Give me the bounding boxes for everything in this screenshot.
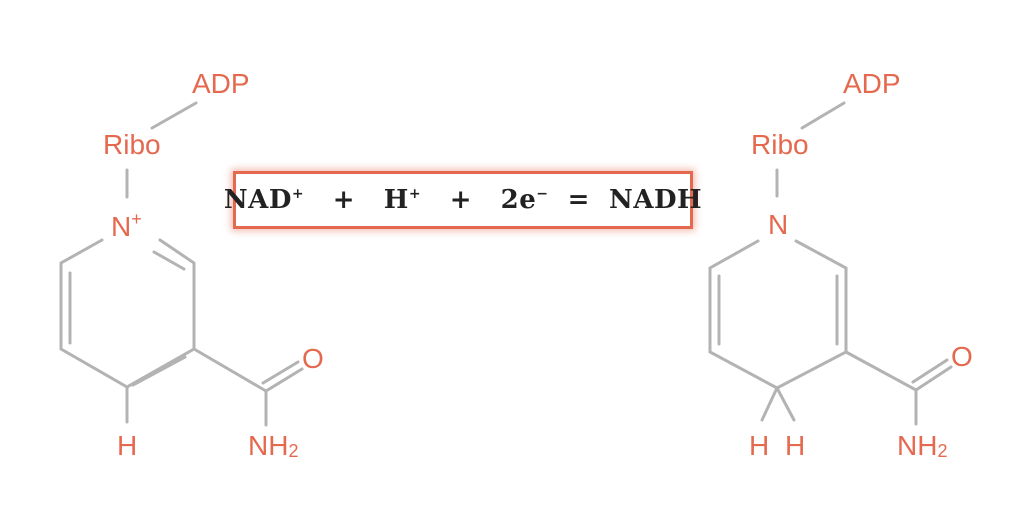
oxygen-label: O [302,343,324,374]
equation-box: NAD+ + H+ + 2e− = NADH [224,171,702,229]
bond-c4-h-left [760,386,779,422]
bond-c3-carbonyl [844,350,918,392]
hydrogen-label-2: H [785,430,805,461]
hydrogen-label-1: H [749,430,769,461]
bond-c3-carbonyl [192,347,268,393]
nitrogen-charge: + [131,209,142,229]
adp-label: ADP [843,68,901,99]
amide-label: NH2 [897,430,947,461]
bond-carbonyl-o-1 [914,365,953,392]
nadh-term: NADH [609,185,703,215]
nadh-structure: ADP Ribo N H H O NH2 [708,68,973,461]
ring-double-bond-1 [152,250,186,271]
nitrogen-label: N [768,209,788,240]
nad-plus-structure: ADP Ribo N+ H O NH2 [59,68,324,461]
plus-sign-1: + [332,185,356,215]
amide-subscript: 2 [288,441,298,461]
electrons-term: 2e [500,185,537,215]
nitrogen-symbol: N [111,211,131,242]
amide-nh: NH [897,430,937,461]
hydrogen-label: H [117,430,137,461]
ribo-label: Ribo [751,129,809,160]
nitrogen-label: N+ [111,209,142,242]
equation: NAD+ + H+ + 2e− = NADH [224,185,702,215]
bond-carbonyl-o-1 [264,367,304,393]
ring-bonds [708,239,848,390]
bond-carbonyl-o-2 [911,358,949,384]
bond-adp-ribo [800,101,846,130]
bond-carbonyl-o-2 [261,360,300,385]
amide-label: NH2 [248,430,298,461]
oxygen-label: O [951,341,973,372]
nad-term: NAD [223,185,292,215]
amide-subscript: 2 [937,441,947,461]
ribo-label: Ribo [103,129,161,160]
electron-charge: − [536,186,549,202]
plus-sign-2: + [449,185,472,215]
ring-double-bond-2 [131,355,187,387]
bond-c4-h-right [775,386,796,422]
amide-nh: NH [248,430,288,461]
proton-term: H [383,185,409,215]
equals-sign: = [567,185,590,215]
nad-charge: + [291,186,305,202]
adp-label: ADP [192,68,250,99]
bond-adp-ribo [150,101,198,130]
proton-charge: + [408,186,422,202]
